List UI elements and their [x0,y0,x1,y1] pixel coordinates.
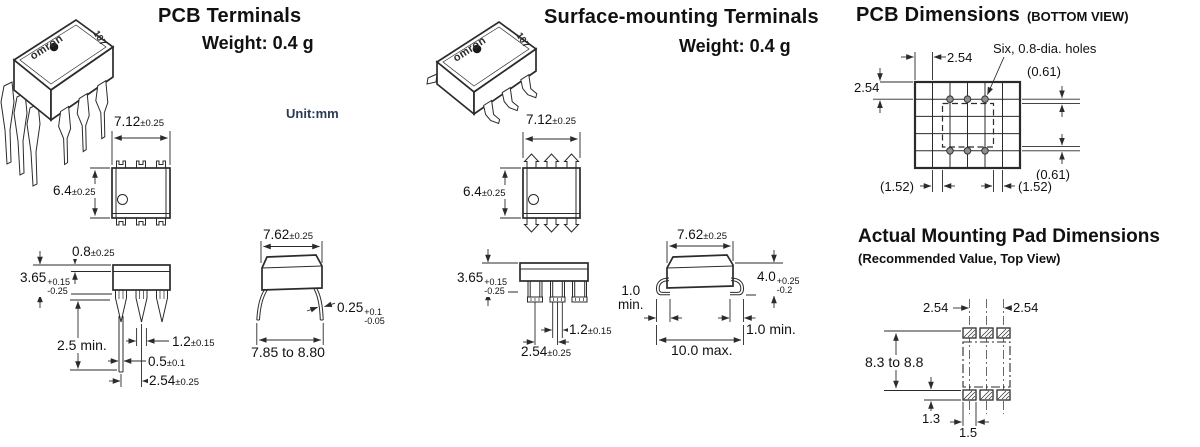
dim-edge-right: (1.52) [1017,179,1053,194]
hole [946,95,954,103]
dim-top-height: 6.4±0.25 [52,183,97,199]
dim-top-width: 7.12±0.25 [526,112,576,127]
dim-lead-pitch: 2.54±0.25 [148,373,200,389]
pcb-terminals-3d-view: omron 107 [0,18,115,187]
hole [963,147,972,155]
pcb-dimensions-grid [873,52,1080,192]
pcb-terminals-front-view [33,251,171,387]
dim-lead-width: 1.2±0.15 [171,334,216,350]
section-subtitle: (Recommended Value, Top View) [858,251,1061,266]
dim-pad-height: 1.3 [921,411,942,426]
dim-top-height: 6.4±0.25 [462,184,507,200]
section-title-row: PCB Dimensions (BOTTOM VIEW) [856,5,1129,26]
dim-pad-width: 1.5 [958,425,979,440]
dim-edge-left: (1.52) [879,179,915,194]
hole [946,147,954,155]
dim-offset-bottom: (0.61) [1035,167,1071,182]
dim-lead-t: 0.25+0.1-0.05 [336,300,386,327]
dim-span: 7.85 to 8.80 [251,344,325,360]
weight-label: Weight: 0.4 g [679,36,791,56]
dim-span: 10.0 max. [670,342,734,358]
dim-side-width: 7.62±0.25 [676,227,728,243]
dim-pitch-top: 2.54 [946,50,974,65]
dim-lead-pitch: 2.54±0.25 [520,344,572,360]
hole [981,147,989,155]
dim-body-height: 3.65+0.15-0.25 [19,270,72,297]
unit-label: Unit:mm [286,106,339,121]
dim-foot-right: 1.0 min. [745,321,797,337]
pin1-dot [49,42,59,52]
section-subtitle: (BOTTOM VIEW) [1026,9,1129,24]
dim-lead-length: 2.5 min. [56,337,108,353]
pin1-marker [528,194,539,205]
pin1-marker [117,194,128,205]
dim-pad-pitch-left: 2.54 [922,300,950,315]
smt-terminals-top-view [500,132,581,233]
dim-standoff: 0.8±0.25 [71,244,116,260]
dim-pitch-left: 2.54 [853,80,881,95]
section-title: Surface-mounting Terminals [544,6,819,28]
smt-terminals-side-view [644,241,783,345]
pcb-terminals-top-view [90,131,171,226]
section-title: PCB Dimensions [856,4,1020,26]
dim-lead-width: 1.2±0.15 [568,322,613,338]
section-title: Actual Mounting Pad Dimensions [858,226,1160,247]
holes-callout: Six, 0.8-dia. holes [992,41,1098,56]
dim-pad-pitch-right: 2.54 [1012,300,1040,315]
pcb-terminals-side-view [256,241,336,345]
weight-label: Weight: 0.4 g [202,33,314,53]
dim-lead-thickness: 0.5±0.1 [147,354,187,370]
dim-side-height: 4.0+0.25-0.2 [756,269,801,296]
pin1-dot [472,44,482,54]
dim-top-width: 7.12±0.25 [114,114,164,129]
dim-pad-span: 8.3 to 8.8 [864,354,925,370]
dim-body-height: 3.65+0.15-0.25 [456,270,509,297]
smt-terminals-3d-view: omron 107 [426,20,538,125]
hole [963,95,972,103]
hole [981,95,989,103]
dim-offset-top: (0.61) [1026,64,1062,79]
dim-side-width: 7.62±0.25 [262,227,314,243]
section-title: PCB Terminals [158,5,302,27]
